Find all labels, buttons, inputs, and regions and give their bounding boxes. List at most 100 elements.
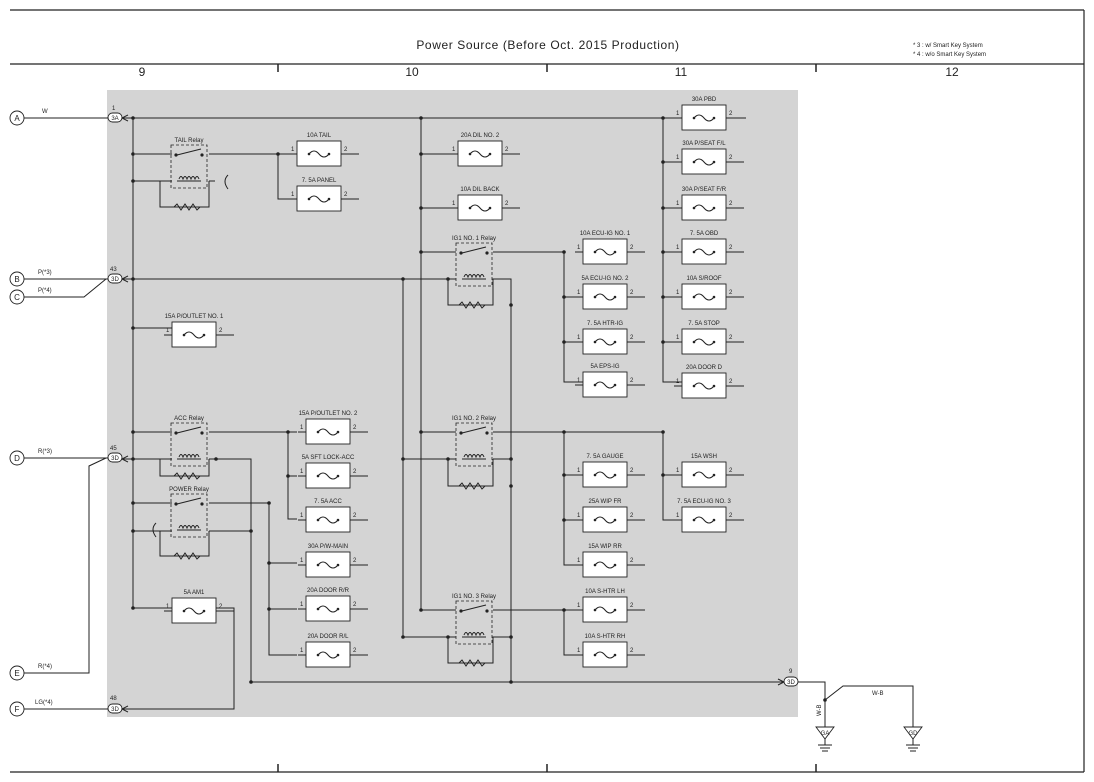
- svg-text:2: 2: [729, 513, 733, 519]
- svg-text:3A: 3A: [111, 116, 118, 122]
- svg-text:2: 2: [729, 335, 733, 341]
- svg-text:2: 2: [344, 192, 348, 198]
- resistor-icon: [458, 659, 486, 667]
- svg-text:1: 1: [577, 290, 581, 296]
- svg-text:2: 2: [729, 201, 733, 207]
- terminal-c: C P(*4): [9, 288, 52, 305]
- svg-text:1: 1: [577, 245, 581, 251]
- wire-label: W: [42, 109, 48, 115]
- svg-text:2: 2: [729, 379, 733, 385]
- svg-text:2: 2: [353, 648, 357, 654]
- svg-text:2: 2: [219, 604, 223, 610]
- relay-label: POWER Relay: [169, 487, 209, 493]
- svg-text:1: 1: [291, 147, 295, 153]
- relay-symbol: IG1 NO. 1 Relay: [452, 236, 496, 287]
- diagram-title: Power Source (Before Oct. 2015 Productio…: [416, 38, 679, 52]
- terminal-f: F LG(*4): [9, 700, 53, 717]
- connector-3d-pin48: 48 3D: [107, 696, 123, 714]
- svg-text:1: 1: [676, 468, 680, 474]
- svg-text:2: 2: [630, 513, 634, 519]
- svg-text:1: 1: [577, 603, 581, 609]
- fuse-label: 5A AM1: [184, 590, 205, 596]
- fuse-label: 30A PBD: [692, 97, 717, 103]
- svg-text:2: 2: [729, 245, 733, 251]
- relay-symbol: IG1 NO. 3 Relay: [452, 594, 496, 645]
- svg-text:48: 48: [110, 696, 117, 702]
- wire-label: R(*4): [38, 664, 52, 670]
- svg-text:3D: 3D: [111, 277, 119, 283]
- svg-text:1: 1: [452, 201, 456, 207]
- fuse-label: 15A WIP RR: [588, 544, 622, 550]
- svg-text:3D: 3D: [111, 456, 119, 462]
- column-number: 12: [945, 65, 959, 79]
- svg-text:1: 1: [676, 379, 680, 385]
- wire-label: R(*3): [38, 449, 52, 455]
- svg-text:9: 9: [789, 669, 793, 675]
- svg-text:1: 1: [166, 604, 170, 610]
- svg-text:2: 2: [630, 603, 634, 609]
- fuse-label: 15A WSH: [691, 454, 717, 460]
- svg-text:1: 1: [300, 425, 304, 431]
- svg-text:2: 2: [630, 648, 634, 654]
- svg-text:2: 2: [219, 328, 223, 334]
- junction-dots: [120, 114, 827, 713]
- svg-text:1: 1: [577, 335, 581, 341]
- svg-text:1: 1: [577, 558, 581, 564]
- fuse-label: 10A S/ROOF: [686, 276, 721, 282]
- fuse-label: 7. 5A HTR-IG: [587, 321, 623, 327]
- svg-text:F: F: [15, 705, 20, 714]
- terminal-e: E R(*4): [9, 664, 52, 681]
- svg-text:C: C: [14, 293, 20, 302]
- wire-label: P(*4): [38, 288, 52, 294]
- svg-text:2: 2: [630, 245, 634, 251]
- svg-text:1: 1: [676, 513, 680, 519]
- resistor-icon: [173, 472, 201, 480]
- svg-text:2: 2: [630, 335, 634, 341]
- page-frame: [10, 9, 1085, 773]
- svg-text:2: 2: [505, 201, 509, 207]
- svg-text:2: 2: [353, 602, 357, 608]
- svg-text:D: D: [14, 454, 20, 463]
- connector-3d-pin43: 43 3D: [107, 267, 123, 284]
- svg-text:1: 1: [452, 147, 456, 153]
- svg-text:2: 2: [729, 111, 733, 117]
- svg-text:3D: 3D: [787, 680, 795, 686]
- svg-text:GD: GD: [909, 731, 919, 737]
- svg-text:2: 2: [729, 155, 733, 161]
- relay-label: ACC Relay: [174, 416, 204, 422]
- svg-text:2: 2: [353, 558, 357, 564]
- svg-text:45: 45: [110, 446, 117, 452]
- svg-text:1: 1: [577, 648, 581, 654]
- svg-text:1: 1: [577, 513, 581, 519]
- fuse-label: 7. 5A ACC: [314, 499, 342, 505]
- svg-text:1: 1: [300, 602, 304, 608]
- relay-label: IG1 NO. 2 Relay: [452, 416, 496, 422]
- terminal-b: B P(*3): [9, 270, 52, 287]
- svg-text:3D: 3D: [111, 707, 119, 713]
- wire-label: LG(*4): [35, 700, 53, 706]
- svg-text:1: 1: [166, 328, 170, 334]
- fuse-label: 20A DOOR R/L: [307, 634, 349, 640]
- wire-label: P(*3): [38, 270, 52, 276]
- grounds: W-B W-B GA GD: [815, 691, 923, 752]
- svg-text:1: 1: [676, 335, 680, 341]
- svg-text:2: 2: [353, 513, 357, 519]
- svg-text:B: B: [14, 275, 19, 284]
- fuse: 1 2 7. 5A HTR-IG: [575, 321, 645, 355]
